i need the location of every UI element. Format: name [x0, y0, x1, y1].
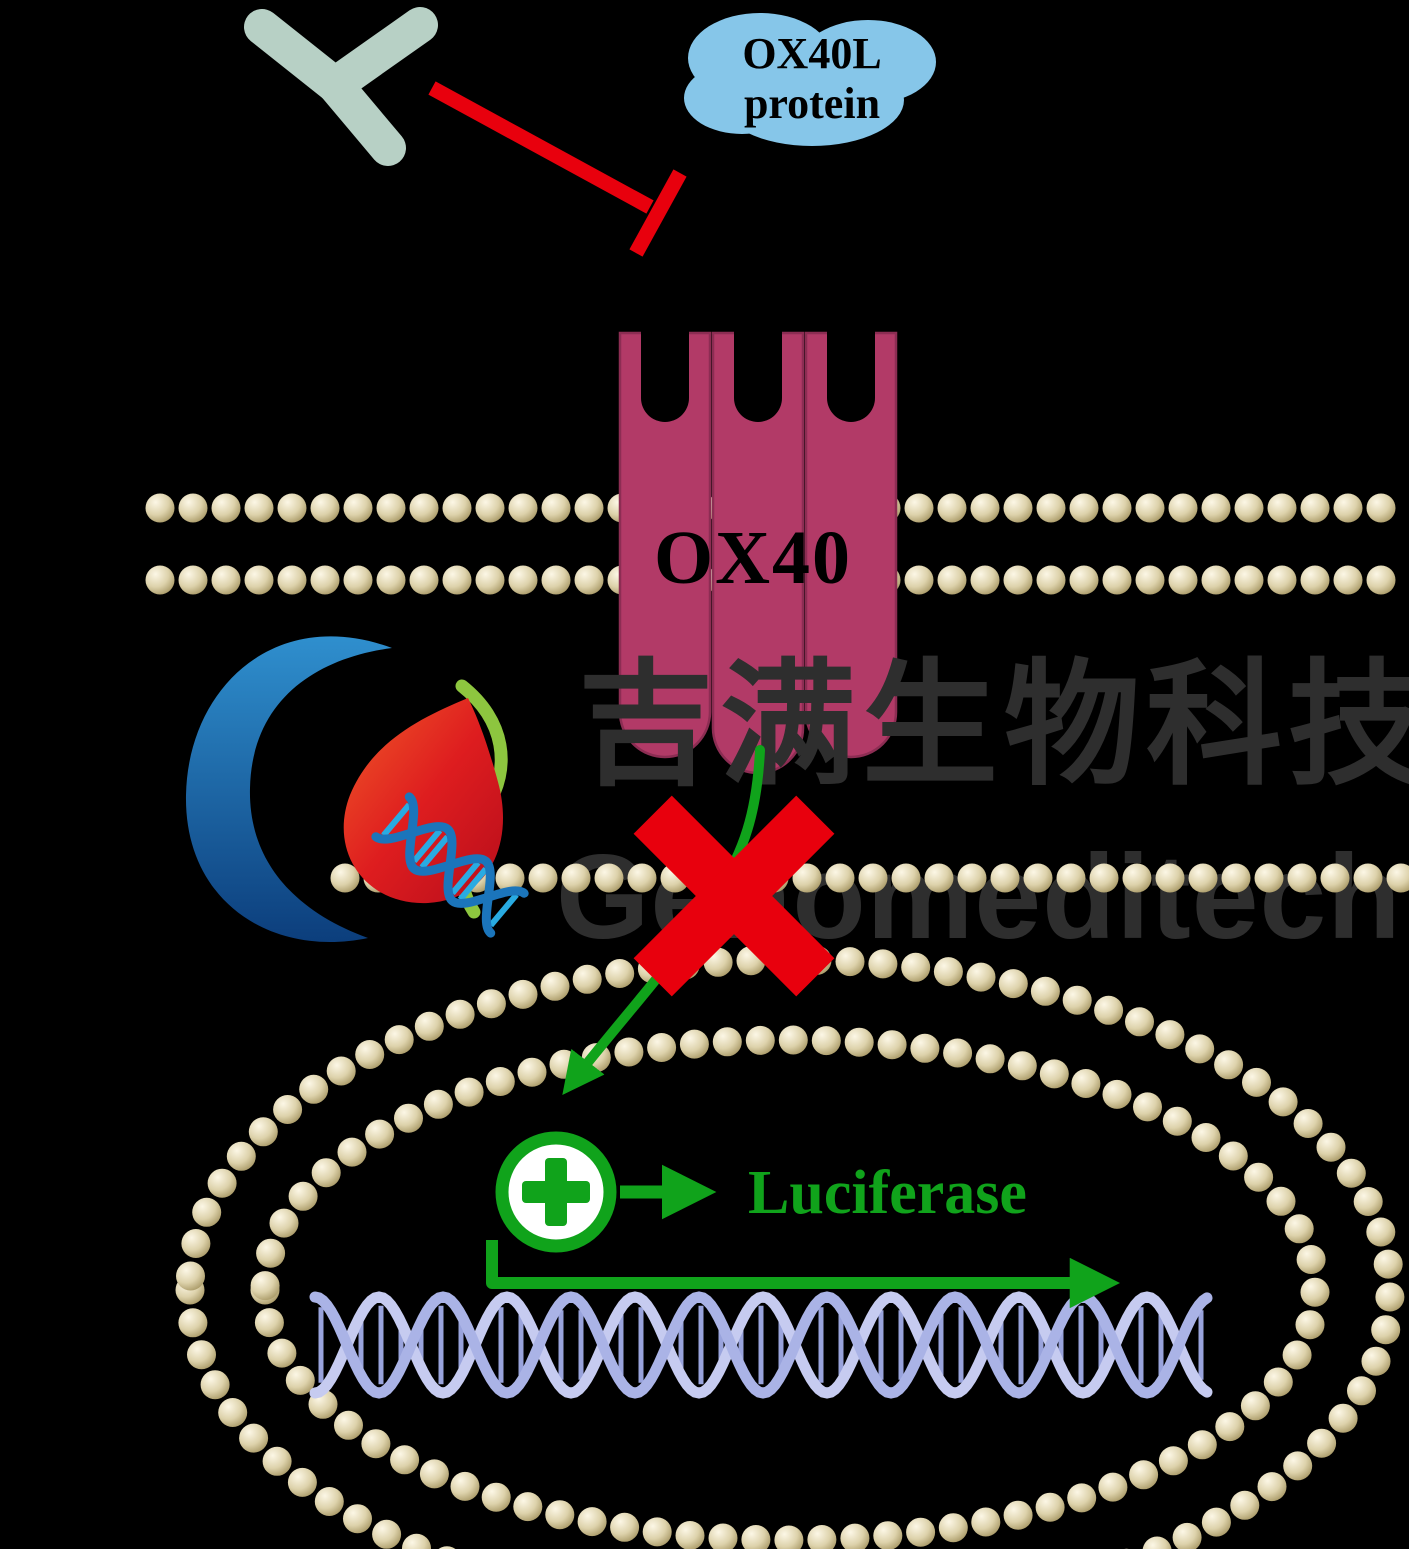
logo-red-drop — [343, 698, 504, 904]
dna-helix — [309, 1291, 1213, 1399]
receptor-top-notches — [641, 330, 875, 422]
nuclear-envelope-beads — [175, 863, 1409, 1549]
blocked-cross-icon — [633, 795, 835, 997]
receptor-bar — [618, 331, 712, 759]
ox40l-protein-blob: OX40L protein — [684, 13, 936, 146]
transcription-arrow — [486, 1240, 1121, 1309]
inhibition-tbar — [428, 81, 687, 257]
receptor-label: OX40 — [654, 516, 852, 600]
watermark-cjk-text: 吉满生物科技 — [578, 649, 1409, 801]
genomeditech-logo — [185, 636, 529, 943]
ligand-label-line1: OX40L — [742, 29, 881, 78]
receptor-bar — [804, 331, 898, 759]
reporter-label: Luciferase — [748, 1159, 1027, 1227]
activation-plus-icon — [495, 1131, 617, 1253]
logo-blue-swirl — [185, 636, 392, 943]
ligand-label-line2: protein — [744, 79, 880, 128]
logo-dna-icon — [371, 792, 529, 938]
ox40-receptor — [618, 330, 898, 775]
antibody-icon — [244, 7, 438, 166]
